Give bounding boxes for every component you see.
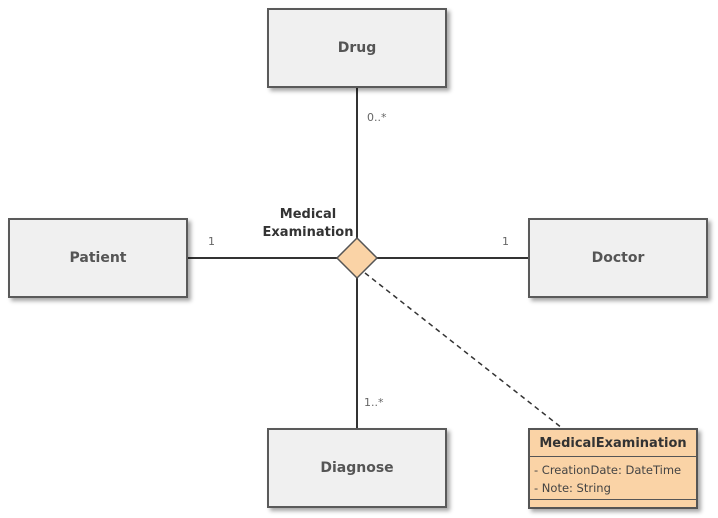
association-class-name: MedicalExamination <box>530 430 696 457</box>
association-label-line1: Medical <box>279 207 337 222</box>
association-class-dashed-link <box>364 272 563 429</box>
entity-doctor: Doctor <box>528 218 708 298</box>
association-class-box: MedicalExamination - CreationDate: DateT… <box>528 428 698 509</box>
attribute-creation-date: - CreationDate: DateTime <box>534 463 682 477</box>
attribute-note: - Note: String <box>534 481 611 495</box>
association-diamond <box>335 236 379 280</box>
association-class-attributes: - CreationDate: DateTime - Note: String <box>530 457 696 500</box>
entity-diagnose-label: Diagnose <box>320 460 394 476</box>
multiplicity-doctor: 1 <box>502 235 509 248</box>
association-label-line2: Examination <box>262 225 354 240</box>
multiplicity-patient: 1 <box>208 235 215 248</box>
association-label: Medical Examination <box>258 206 358 242</box>
entity-patient: Patient <box>8 218 188 298</box>
entity-diagnose: Diagnose <box>267 428 447 508</box>
entity-doctor-label: Doctor <box>591 250 645 266</box>
entity-patient-label: Patient <box>69 250 127 266</box>
multiplicity-drug: 0..* <box>367 111 387 124</box>
entity-drug: Drug <box>267 8 447 88</box>
entity-drug-label: Drug <box>337 40 377 56</box>
multiplicity-diagnose: 1..* <box>364 396 384 409</box>
